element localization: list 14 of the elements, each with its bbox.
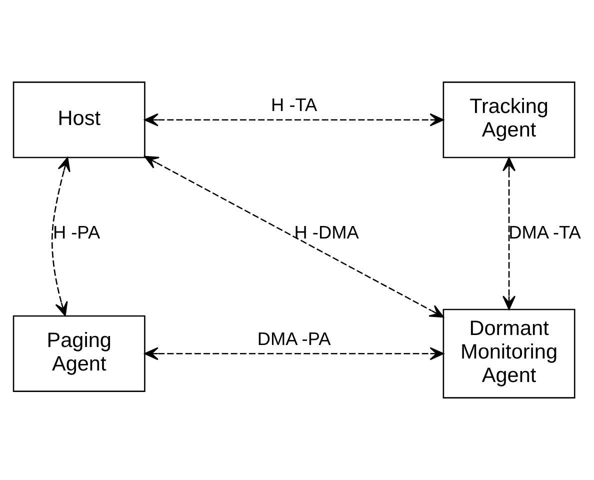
edge-label: H -PA: [52, 222, 100, 242]
node-box: Dormant Monitoring Agent: [442, 308, 576, 398]
arrow: [144, 113, 444, 126]
arrow: [52, 157, 70, 316]
node-box: Tracking Agent: [442, 82, 576, 158]
edge-label: H -DMA: [294, 222, 359, 242]
edge-label: DMA -PA: [257, 328, 331, 349]
edge-label: DMA -TA: [508, 222, 581, 242]
arrow: [144, 156, 444, 318]
arrow: [144, 347, 444, 360]
arrow: [502, 157, 516, 310]
node-box: Host: [12, 82, 146, 158]
node-box: Paging Agent: [12, 315, 146, 392]
edge-label: H -TA: [271, 95, 318, 116]
